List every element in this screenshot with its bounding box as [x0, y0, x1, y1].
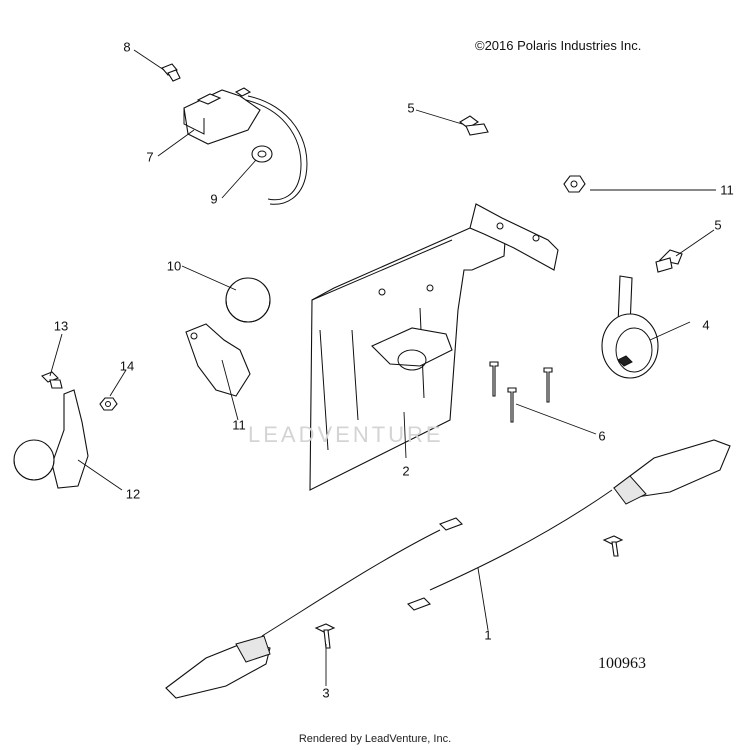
callout-7[interactable]: 7 — [146, 149, 154, 165]
pad-part-10 — [225, 277, 271, 323]
callout-11-left[interactable]: 11 — [232, 417, 246, 433]
callout-3[interactable]: 3 — [322, 685, 330, 701]
grommet-part-9 — [251, 145, 273, 163]
turn-signal-part-1 — [407, 439, 731, 611]
nut-part-11 — [563, 175, 586, 193]
bracket-part-11 — [185, 323, 251, 397]
copyright-notice: ©2016 Polaris Industries Inc. — [475, 38, 642, 53]
watermark: LEADVENTURE — [248, 422, 444, 447]
bolt-part-13 — [41, 371, 63, 389]
callout-1[interactable]: 1 — [484, 627, 492, 643]
callout-5-right[interactable]: 5 — [714, 217, 722, 233]
callout-6[interactable]: 6 — [598, 428, 606, 444]
screw-part-5-top — [459, 115, 489, 136]
screw-part-5-right — [655, 249, 683, 273]
footer-credit: Rendered by LeadVenture, Inc. — [298, 733, 452, 745]
callout-10[interactable]: 10 — [166, 258, 182, 274]
leader-lines — [49, 49, 716, 686]
bracket-part-12 — [13, 389, 89, 489]
callout-11-top[interactable]: 11 — [720, 182, 734, 198]
relay-part-7 — [183, 87, 308, 205]
callout-9[interactable]: 9 — [210, 191, 218, 207]
bolt-part-8 — [161, 63, 181, 82]
horn-part-4 — [601, 275, 659, 379]
callout-2[interactable]: 2 — [402, 463, 410, 479]
callout-12[interactable]: 12 — [125, 486, 141, 502]
bolts-part-6 — [489, 361, 553, 423]
callout-14[interactable]: 14 — [119, 358, 135, 374]
screw-part-3 — [314, 535, 624, 649]
drawing-number: 100963 — [598, 655, 646, 672]
nut-part-14 — [99, 397, 118, 411]
callout-13[interactable]: 13 — [53, 318, 69, 334]
turn-signal-left — [165, 517, 463, 699]
mounting-bracket-part-2 — [309, 203, 559, 491]
callout-8[interactable]: 8 — [123, 39, 131, 55]
callout-4[interactable]: 4 — [702, 317, 710, 333]
callout-5-top[interactable]: 5 — [407, 100, 415, 116]
